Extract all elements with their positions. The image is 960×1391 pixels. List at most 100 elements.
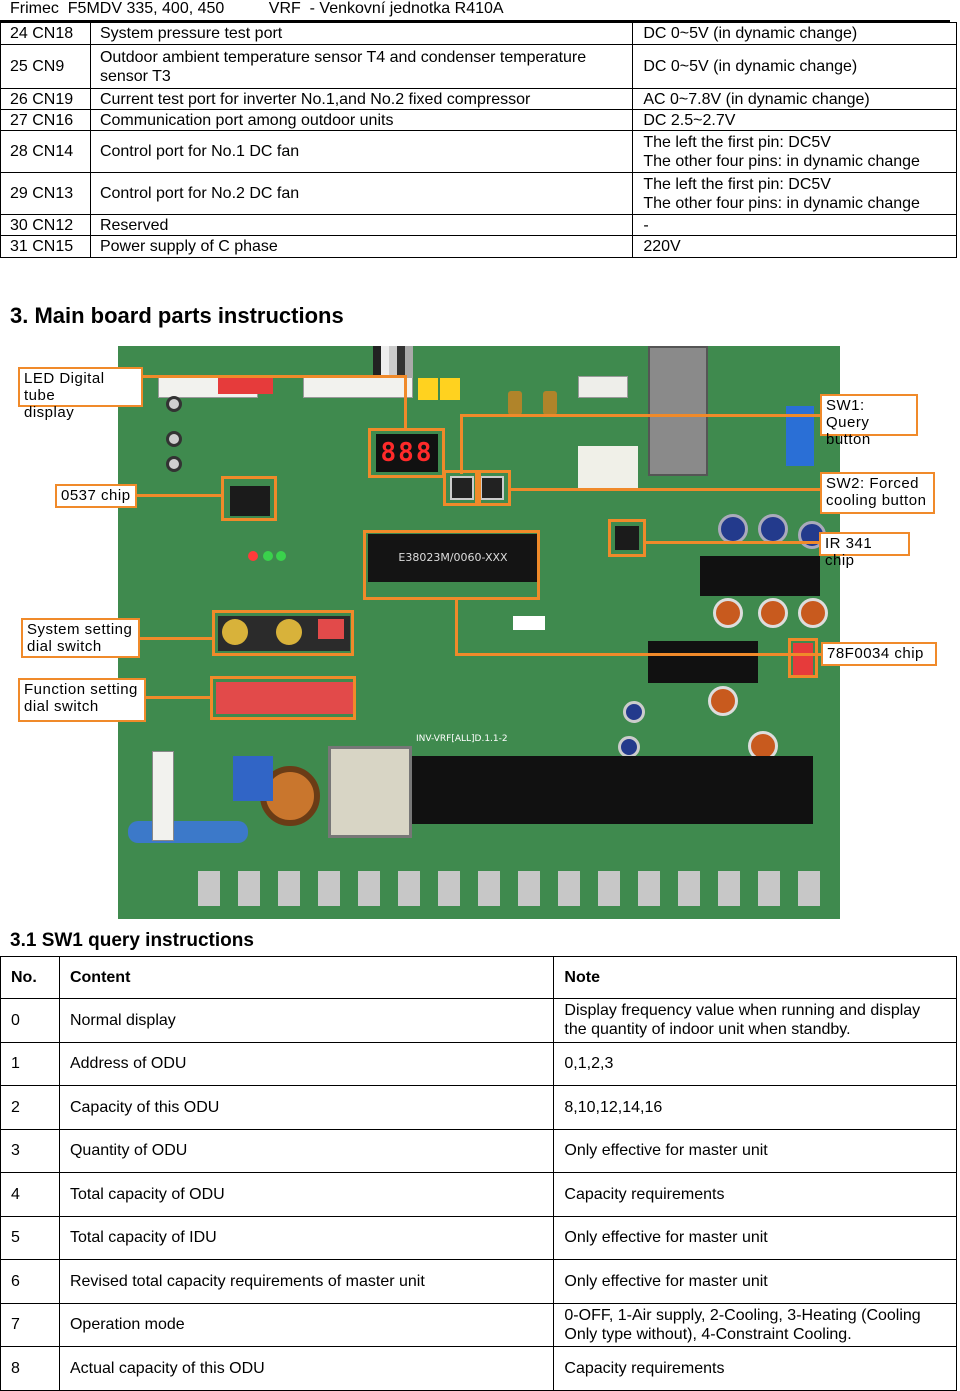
chip-ir341 xyxy=(615,526,639,550)
callout-function-dial: Function setting dial switch xyxy=(18,678,146,722)
leader-line xyxy=(455,600,458,656)
sw1-query-button[interactable] xyxy=(450,476,474,500)
pin-desc: Control port for No.2 DC fan xyxy=(89,172,634,215)
pin-no: 25 CN9 xyxy=(0,44,91,89)
connector xyxy=(152,751,174,841)
capacitor xyxy=(708,686,738,716)
table-row: 4 Total capacity of ODU Capacity require… xyxy=(0,1172,957,1217)
wire-bundle xyxy=(373,346,413,378)
pcb-silkscreen: INV-VRF[ALL]D.1.1-2 xyxy=(416,734,508,744)
capacitor xyxy=(718,514,748,544)
section-title: 3. Main board parts instructions xyxy=(10,303,344,328)
callout-system-dial: System setting dial switch xyxy=(21,618,140,658)
table-row: 1 Address of ODU 0,1,2,3 xyxy=(0,1041,957,1086)
white-arrow xyxy=(513,616,545,630)
pin-value: DC 0~5V (in dynamic change) xyxy=(632,44,957,89)
leader-line xyxy=(460,414,463,474)
pin-no: 26 CN19 xyxy=(0,88,91,110)
table-row: 30 CN12 Reserved - xyxy=(0,214,957,236)
pin-no: 24 CN18 xyxy=(0,22,91,45)
column-header: No. xyxy=(0,956,60,999)
leader-line xyxy=(146,696,212,699)
dip-switch[interactable] xyxy=(276,619,302,645)
dip-switch[interactable] xyxy=(222,619,248,645)
column-header: Content xyxy=(58,956,555,999)
function-dial-switch[interactable] xyxy=(216,682,354,714)
pin-desc: Outdoor ambient temperature sensor T4 an… xyxy=(89,44,634,89)
cell-no: 0 xyxy=(0,998,60,1043)
cell-note: Display frequency value when running and… xyxy=(553,998,957,1043)
main-board-photo: 888 E38023M/0060-XXX INV-VRF[ALL]D.1.1-2 xyxy=(118,346,840,919)
capacitor xyxy=(166,396,182,412)
callout-sw1: SW1: Query button xyxy=(820,394,918,448)
table-row: 2 Capacity of this ODU 8,10,12,14,16 xyxy=(0,1085,957,1130)
highlight-led-display xyxy=(368,428,445,478)
capacitor xyxy=(623,701,645,723)
pin-no: 27 CN16 xyxy=(0,109,91,131)
led-digital-display: 888 xyxy=(376,434,438,472)
dip-switch[interactable] xyxy=(318,619,344,639)
cell-content: Capacity of this ODU xyxy=(58,1085,555,1130)
capacitor xyxy=(508,391,522,415)
table-row: 28 CN14 Control port for No.1 DC fan The… xyxy=(0,130,957,173)
pin-no: 29 CN13 xyxy=(0,172,91,215)
capacitor xyxy=(543,391,557,415)
pin-value: AC 0~7.8V (in dynamic change) xyxy=(632,88,957,110)
pin-desc: Reserved xyxy=(89,214,634,236)
fuse xyxy=(128,821,248,843)
cell-content: Revised total capacity requirements of m… xyxy=(58,1259,555,1304)
callout-ir341-chip: IR 341 chip xyxy=(819,532,910,569)
cell-note: 0,1,2,3 xyxy=(553,1041,957,1086)
cell-note: Only effective for master unit xyxy=(553,1215,957,1260)
leader-line xyxy=(646,541,821,544)
pin-desc: System pressure test port xyxy=(89,22,634,45)
callout-led-display: LED Digital tube display xyxy=(18,367,143,421)
query-table: No. Content Note 0 Normal display Displa… xyxy=(0,956,957,1391)
callout-78f0034-chip: 78F0034 chip xyxy=(821,642,937,666)
cell-no: 4 xyxy=(0,1172,60,1217)
pin-value: The left the first pin: DC5V The other f… xyxy=(632,130,957,173)
pin-no: 28 CN14 xyxy=(0,130,91,173)
connector xyxy=(440,378,460,400)
cell-no: 3 xyxy=(0,1128,60,1173)
capacitor xyxy=(618,736,640,758)
leader-line xyxy=(510,488,822,491)
subsection-title: 3.1 SW1 query instructions xyxy=(10,930,254,951)
leader-line xyxy=(455,653,821,656)
capacitor xyxy=(166,431,182,447)
cell-note: Only effective for master unit xyxy=(553,1259,957,1304)
table-row: 31 CN15 Power supply of C phase 220V xyxy=(0,235,957,258)
connector xyxy=(578,376,628,398)
pin-no: 30 CN12 xyxy=(0,214,91,236)
highlight-sw2 xyxy=(475,470,511,506)
leader-line xyxy=(460,414,822,417)
pin-value: 220V xyxy=(632,235,957,258)
connector xyxy=(218,378,273,394)
sw2-forced-cooling-button[interactable] xyxy=(480,476,504,500)
cell-note: 8,10,12,14,16 xyxy=(553,1085,957,1130)
led-indicator xyxy=(248,551,258,561)
table-row: 26 CN19 Current test port for inverter N… xyxy=(0,88,957,110)
cell-no: 1 xyxy=(0,1041,60,1086)
capacitor xyxy=(233,756,273,801)
pin-desc: Control port for No.1 DC fan xyxy=(89,130,634,173)
transformer xyxy=(328,746,412,838)
chip-0537 xyxy=(230,486,270,516)
cell-note: Only effective for master unit xyxy=(553,1128,957,1173)
cell-content: Normal display xyxy=(58,998,555,1043)
cell-content: Total capacity of IDU xyxy=(58,1215,555,1260)
led-indicator xyxy=(276,551,286,561)
highlight-0537 xyxy=(221,476,277,521)
pin-value: DC 2.5~2.7V xyxy=(632,109,957,131)
highlight-system-dial xyxy=(212,610,354,656)
led-indicator xyxy=(263,551,273,561)
header-rule xyxy=(0,20,950,22)
highlight-function-dial xyxy=(210,676,356,720)
leader-line xyxy=(404,375,407,430)
cell-note: Capacity requirements xyxy=(553,1346,957,1391)
highlight-ir341 xyxy=(608,519,646,557)
cell-no: 6 xyxy=(0,1259,60,1304)
connector xyxy=(418,378,438,400)
capacitor xyxy=(758,598,788,628)
table-row: 7 Operation mode 0-OFF, 1-Air supply, 2-… xyxy=(0,1302,957,1347)
